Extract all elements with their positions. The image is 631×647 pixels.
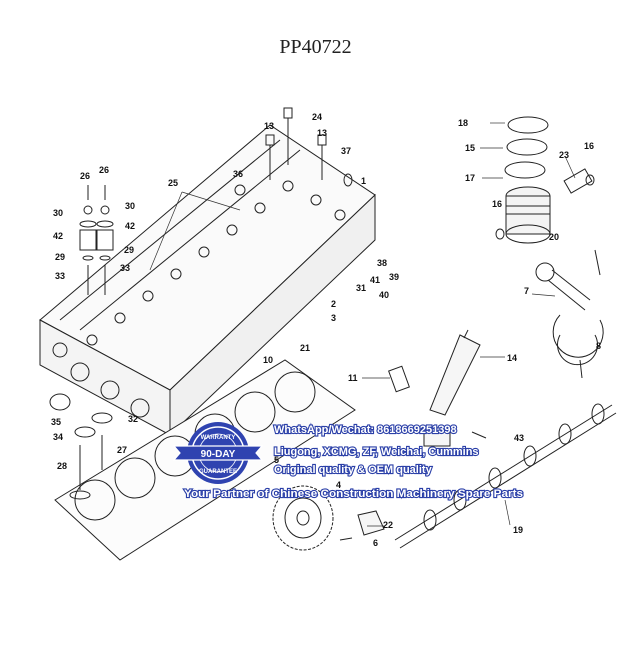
callout-32: 32 (128, 414, 138, 424)
callout-30-right: 30 (125, 201, 135, 211)
callout-39: 39 (389, 272, 399, 282)
callout-19: 19 (513, 525, 523, 535)
callout-36: 36 (233, 169, 243, 179)
callout-labels: 1 2 3 4 5 6 7 8 10 11 12 13 13 14 15 16 … (51, 112, 601, 548)
callout-1: 1 (361, 176, 366, 186)
callout-33-left: 33 (55, 271, 65, 281)
callout-16-left: 16 (492, 199, 502, 209)
callout-42-left: 42 (53, 231, 63, 241)
callout-40: 40 (379, 290, 389, 300)
callout-21: 21 (300, 343, 310, 353)
callout-6: 6 (373, 538, 378, 548)
head-bolts (234, 107, 353, 196)
callout-17: 17 (465, 173, 475, 183)
watermark: WhatsApp/Wechat: 8618669251398 Liugong, … (183, 423, 524, 501)
callout-29-right: 29 (124, 245, 134, 255)
callout-4: 4 (336, 480, 341, 490)
callout-29-left: 29 (55, 252, 65, 262)
callout-15: 15 (465, 143, 475, 153)
callout-11: 11 (348, 373, 358, 383)
callout-13-right: 13 (317, 128, 327, 138)
callout-10: 10 (263, 355, 273, 365)
callout-28: 28 (57, 461, 67, 471)
callout-5: 5 (274, 455, 279, 465)
part-number-title: PP40722 (279, 36, 352, 58)
watermark-brands: Liugong, XCMG, ZF, Weichai, Cummins (274, 446, 479, 458)
badge-top-text: WARRANTY (201, 435, 236, 441)
callout-14: 14 (507, 353, 517, 363)
warranty-badge: 90-DAY WARRANTY GUARANTEE (172, 422, 264, 484)
callout-8: 8 (596, 341, 601, 351)
callout-2: 2 (331, 299, 336, 309)
callout-30-left: 30 (53, 208, 63, 218)
callout-16-right: 16 (584, 141, 594, 151)
callout-38: 38 (377, 258, 387, 268)
callout-12: 12 (413, 425, 423, 435)
callout-18: 18 (458, 118, 468, 128)
callout-26-left: 26 (80, 171, 90, 181)
callout-31: 31 (356, 283, 366, 293)
callout-34: 34 (53, 432, 63, 442)
camshaft (339, 403, 617, 549)
cam-gear (272, 485, 334, 551)
callout-42-right: 42 (125, 221, 135, 231)
callout-35: 35 (51, 417, 61, 427)
callout-22: 22 (383, 520, 393, 530)
callout-23: 23 (559, 150, 569, 160)
callout-43: 43 (514, 433, 524, 443)
piston-assembly (495, 116, 595, 244)
callout-37: 37 (341, 146, 351, 156)
badge-center-text: 90-DAY (201, 449, 236, 460)
watermark-contact: WhatsApp/Wechat: 8618669251398 (274, 424, 457, 436)
watermark-tagline: Your Partner of Chinese Construction Mac… (184, 488, 523, 500)
callout-7: 7 (524, 286, 529, 296)
leader-lines (149, 122, 576, 527)
callout-41: 41 (370, 275, 380, 285)
callout-24: 24 (312, 112, 322, 122)
watermark-quality: Original quality & OEM quality (274, 464, 433, 476)
callout-27: 27 (117, 445, 127, 455)
connecting-rod (535, 249, 604, 379)
callout-26-right: 26 (99, 165, 109, 175)
badge-bottom-text: GUARANTEE (199, 469, 237, 475)
callout-13-left: 13 (264, 121, 274, 131)
callout-3: 3 (331, 313, 336, 323)
callout-25: 25 (168, 178, 178, 188)
callout-33-right: 33 (120, 263, 130, 273)
valve-components (49, 185, 114, 500)
fuel-injector (388, 329, 487, 447)
callout-20: 20 (549, 232, 559, 242)
